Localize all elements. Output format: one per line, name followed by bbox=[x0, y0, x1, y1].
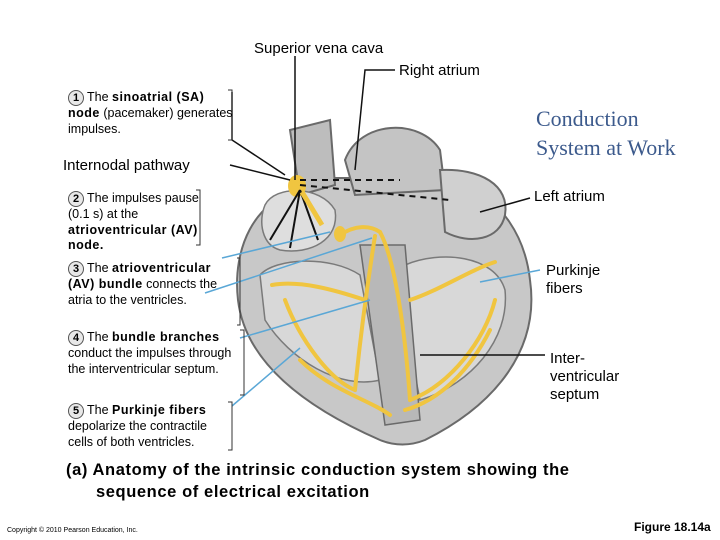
step-text-post: depolarize the contractile cells of both… bbox=[68, 419, 207, 449]
step-text-bold: bundle branches bbox=[112, 330, 220, 344]
step-number: 3 bbox=[68, 261, 84, 277]
internodal-arrows bbox=[269, 179, 451, 249]
av-node bbox=[334, 226, 346, 242]
step-text-pre: The bbox=[87, 403, 113, 417]
purkinje-line-1: Purkinje bbox=[546, 262, 601, 279]
left-atrium-shape bbox=[438, 168, 507, 240]
conduction-system bbox=[270, 175, 497, 417]
step-text-bold: atrioventricular (AV) bundle bbox=[68, 261, 212, 291]
step-text-post: (pacemaker) generates impulses. bbox=[68, 106, 233, 136]
pointer-lines bbox=[204, 231, 541, 407]
septum-shape bbox=[359, 244, 421, 426]
purkinje-line-2: fibers bbox=[546, 280, 583, 297]
label-internodal-pathway: Internodal pathway bbox=[63, 157, 190, 174]
figure-caption: (a) Anatomy of the intrinsic conduction … bbox=[66, 459, 686, 503]
label-right-atrium: Right atrium bbox=[399, 62, 480, 79]
septum-line-1: Inter- bbox=[550, 350, 586, 367]
step-brackets bbox=[196, 89, 245, 451]
caption-line-1: (a) Anatomy of the intrinsic conduction … bbox=[66, 461, 570, 479]
septum-line-3: septum bbox=[550, 386, 600, 403]
step-number: 1 bbox=[68, 90, 84, 106]
sa-to-av-arrow bbox=[299, 190, 325, 227]
diagram-title: Conduction System at Work bbox=[536, 104, 676, 162]
step-text-post: conduct the impulses through the interve… bbox=[68, 346, 232, 376]
title-line-1: Conduction bbox=[536, 106, 639, 131]
copyright-notice: Copyright © 2010 Pearson Education, Inc. bbox=[7, 527, 138, 534]
step-text-pre: The bbox=[87, 261, 113, 275]
label-interventricular-septum: Inter- ventricular septum bbox=[550, 350, 619, 404]
purkinje-fiber-b bbox=[408, 298, 497, 402]
step-text-bold: Purkinje fibers bbox=[112, 403, 207, 417]
step-text-bold: sinoatrial (SA) node bbox=[68, 90, 205, 120]
purkinje-fiber-a bbox=[283, 298, 357, 392]
bundle-branch-left bbox=[378, 230, 412, 402]
step-text-pre: The impulses pause (0.1 s) at the bbox=[68, 191, 199, 221]
step-text-post: connects the atria to the ventricles. bbox=[68, 277, 218, 307]
step-text-pre: The bbox=[87, 90, 113, 104]
figure-number: Figure 18.14a bbox=[634, 520, 711, 534]
purkinje-fiber-f bbox=[270, 281, 367, 302]
purkinje-fiber-e bbox=[408, 260, 497, 302]
septum-line-2: ventricular bbox=[550, 368, 620, 385]
purkinje-fiber-c bbox=[298, 358, 392, 417]
label-purkinje-fibers: Purkinje fibers bbox=[546, 262, 600, 298]
bundle-branch-right bbox=[353, 234, 377, 392]
label-left-atrium: Left atrium bbox=[534, 188, 605, 205]
great-vessels bbox=[343, 126, 447, 197]
step-number: 2 bbox=[68, 191, 84, 207]
step-text-bold: atrioventricular (AV) node. bbox=[68, 222, 198, 253]
superior-vena-cava bbox=[288, 118, 337, 197]
label-superior-vena-cava: Superior vena cava bbox=[254, 40, 384, 57]
step-number: 4 bbox=[68, 330, 84, 346]
purkinje-fiber-d bbox=[403, 328, 492, 412]
step-text-pre: The bbox=[87, 330, 113, 344]
title-line-2: System at Work bbox=[536, 135, 676, 160]
step-number: 5 bbox=[68, 403, 84, 419]
caption-line-2: sequence of electrical excitation bbox=[96, 483, 370, 501]
